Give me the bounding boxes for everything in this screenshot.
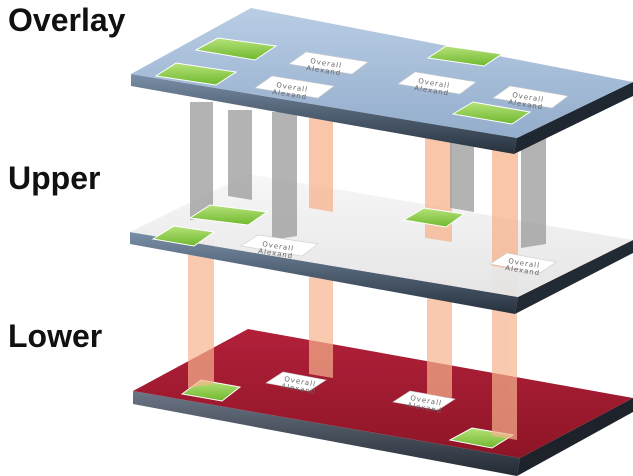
upper-green-tile — [402, 207, 466, 228]
upper-green-tile — [188, 204, 269, 226]
overlay-green-tile — [194, 37, 278, 61]
overlay-card: Overall Alexand — [397, 71, 477, 97]
gray-connector — [450, 132, 474, 212]
overlay-plane — [131, 8, 633, 154]
gray-connector — [228, 110, 252, 200]
gray-connector — [521, 132, 546, 248]
orange-connector — [188, 240, 214, 388]
overlay-green-tile — [451, 101, 532, 125]
gray-connector — [272, 112, 297, 240]
overlay-green-tile — [154, 62, 238, 86]
orange-connector — [492, 130, 518, 270]
lower-card: Overall Alexand — [265, 371, 327, 396]
orange-connector — [427, 280, 452, 398]
overlay-green-tile — [426, 45, 504, 67]
orange-connector — [309, 118, 333, 212]
gray-connector — [190, 102, 213, 220]
orange-connector — [309, 270, 333, 378]
lower-layer-label: Lower — [8, 318, 103, 354]
lower-connectors — [188, 240, 517, 440]
upper-green-tile — [151, 225, 216, 247]
lower-card: Overall Alexand — [392, 390, 456, 415]
overlay-layer-label: Overlay — [8, 2, 126, 38]
overlay-card: Overall Alexand — [492, 85, 569, 111]
overlay-tiles: Overall Alexand Overall Alexand Overall … — [154, 37, 569, 125]
upper-tiles: Overall Alexand Overall Alexand — [151, 204, 557, 277]
upper-layer-label: Upper — [8, 160, 101, 196]
